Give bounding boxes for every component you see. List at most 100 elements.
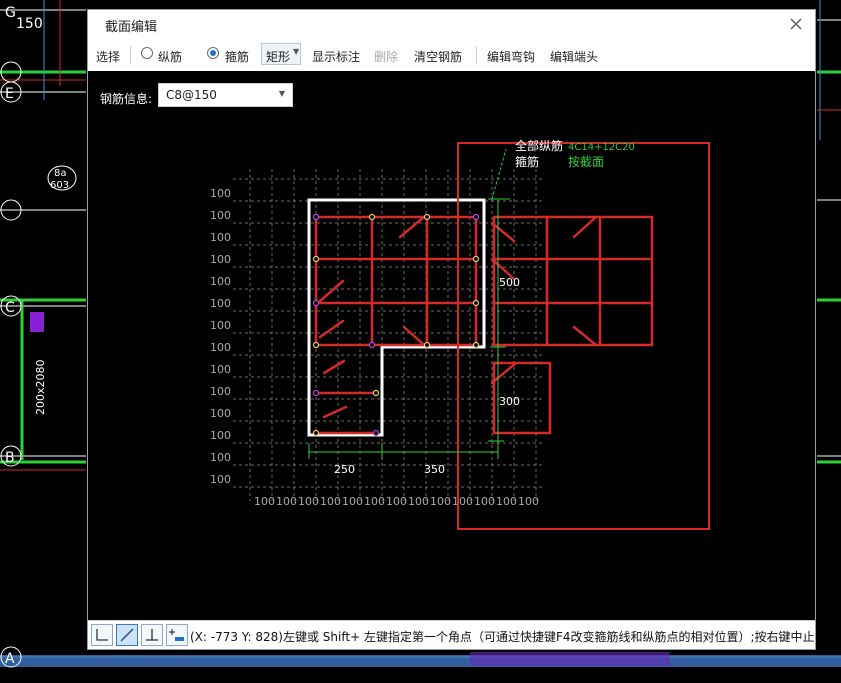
rebar-point[interactable] [312, 429, 320, 437]
add-point-icon [169, 629, 184, 641]
dialog-title: 截面编辑 [105, 20, 158, 35]
longitudinal-radio-label[interactable]: 纵筋 [158, 50, 183, 64]
rebar-point[interactable] [368, 213, 376, 221]
cad-axis-label: B [5, 450, 15, 466]
cad-axis-label: C [5, 300, 15, 316]
longitudinal-radio[interactable] [141, 47, 153, 59]
grid-label-bottom: 100 [276, 495, 297, 508]
perpendicular-mode-button[interactable] [141, 624, 163, 646]
edit-end-button[interactable]: 编辑端头 [550, 50, 599, 64]
cad-tag-label: 603 [50, 180, 69, 191]
grid-label-bottom: 100 [452, 495, 473, 508]
grid-label-bottom: 100 [496, 495, 517, 508]
dim-label-350: 350 [424, 463, 445, 476]
grid-label-bottom: 100 [298, 495, 319, 508]
annotation-stirrup-value: 按截面 [568, 155, 604, 169]
show-dims-button[interactable]: 显示标注 [312, 50, 361, 64]
rebar-point[interactable] [312, 213, 320, 221]
rebar-point[interactable] [312, 255, 320, 263]
stirrup-set-main [314, 215, 478, 435]
rebar-point[interactable] [423, 341, 431, 349]
grid-label-left: 100 [210, 253, 231, 266]
add-point-button[interactable] [166, 624, 188, 646]
dim-label-250: 250 [334, 463, 355, 476]
grid-label-left: 100 [210, 429, 231, 442]
rebar-info-value: C8@150 [166, 88, 217, 102]
grid-label-left: 100 [210, 231, 231, 244]
grid-label-bottom: 100 [408, 495, 429, 508]
shape-dropdown[interactable]: 矩形 ▼ [261, 43, 301, 65]
status-text: (X: -773 Y: 828)左键或 Shift+ 左键指定第一个角点（可通过… [190, 630, 815, 644]
cad-axis-label: G [5, 5, 16, 21]
close-icon [790, 18, 802, 30]
grid-label-left: 100 [210, 297, 231, 310]
section-outline[interactable] [307, 198, 486, 437]
grid-label-left: 100 [210, 319, 231, 332]
line-mode-button[interactable] [116, 624, 138, 646]
dimension-lines [308, 148, 510, 459]
rebar-point[interactable] [312, 299, 320, 307]
rebar-points [312, 213, 480, 437]
rebar-point[interactable] [472, 255, 480, 263]
title-bar[interactable]: 截面编辑 [88, 10, 815, 40]
grid-labels: 1001001001001001001001001001001001001001… [210, 187, 539, 508]
grid-label-bottom: 100 [430, 495, 451, 508]
diagonal-line-icon [120, 628, 134, 642]
rebar-point[interactable] [372, 389, 380, 397]
grid-label-left: 100 [210, 341, 231, 354]
chevron-down-icon: ▼ [293, 47, 300, 56]
annotation-longitudinal-value: 4C14+12C20 [568, 142, 635, 153]
rebar-point[interactable] [472, 213, 480, 221]
grid-label-left: 100 [210, 385, 231, 398]
ortho-mode-button[interactable] [91, 624, 113, 646]
grid-label-bottom: 100 [386, 495, 407, 508]
shape-dropdown-value: 矩形 [266, 50, 291, 64]
grid-label-left: 100 [210, 363, 231, 376]
cad-dim-label: 150 [16, 16, 43, 32]
rebar-info-select[interactable]: C8@150 ▼ [158, 83, 293, 107]
close-button[interactable] [785, 13, 807, 35]
rebar-point[interactable] [423, 213, 431, 221]
grid-label-left: 100 [210, 407, 231, 420]
cad-tag-label: 8a [54, 168, 67, 179]
perpendicular-icon [146, 629, 158, 641]
grid-label-bottom: 100 [518, 495, 539, 508]
grid-label-left: 100 [210, 473, 231, 486]
cad-axis-label: A [5, 651, 15, 667]
grid-label-bottom: 100 [364, 495, 385, 508]
rebar-info-label: 钢筋信息: [100, 92, 153, 106]
annotation-longitudinal-label: 全部纵筋 [515, 138, 563, 153]
section-drawing: 1001001001001001001001001001001001001001… [210, 138, 710, 530]
delete-button[interactable]: 删除 [374, 50, 399, 64]
grid-label-bottom: 100 [254, 495, 275, 508]
annotation-stirrup-label: 箍筋 [515, 154, 539, 169]
toolbar-divider [130, 46, 131, 64]
clear-rebar-button[interactable]: 清空钢筋 [414, 50, 463, 64]
stirrup-set-copy [490, 215, 654, 435]
cad-section-label: 200x2080 [34, 359, 47, 415]
rebar-point[interactable] [312, 341, 320, 349]
cad-axis-label: E [5, 86, 14, 102]
grid-label-left: 100 [210, 451, 231, 464]
stirrup-radio[interactable] [207, 47, 219, 59]
toolbar: 选择 纵筋 箍筋 矩形 ▼ 显示标注 删除 清空钢筋 编辑弯钩 编辑端头 [88, 40, 815, 70]
rebar-point[interactable] [472, 299, 480, 307]
edit-hook-button[interactable]: 编辑弯钩 [487, 50, 536, 64]
grid-label-bottom: 100 [474, 495, 495, 508]
stirrup-radio-label[interactable]: 箍筋 [225, 50, 250, 64]
rebar-point[interactable] [368, 341, 376, 349]
rebar-point[interactable] [372, 429, 380, 437]
chevron-down-icon: ▼ [278, 89, 285, 98]
toolbar-divider [476, 46, 477, 64]
grid-label-left: 100 [210, 187, 231, 200]
section-edit-dialog: 截面编辑 选择 纵筋 箍筋 矩形 ▼ 显示标注 删除 清空钢筋 编辑弯钩 编辑端… [87, 9, 816, 650]
rebar-point[interactable] [312, 389, 320, 397]
corner-icon [96, 629, 108, 641]
select-button[interactable]: 选择 [96, 50, 121, 64]
grid-label-bottom: 100 [342, 495, 363, 508]
rebar-point[interactable] [472, 341, 480, 349]
grid-label-left: 100 [210, 275, 231, 288]
status-bar: (X: -773 Y: 828)左键或 Shift+ 左键指定第一个角点（可通过… [88, 620, 815, 649]
